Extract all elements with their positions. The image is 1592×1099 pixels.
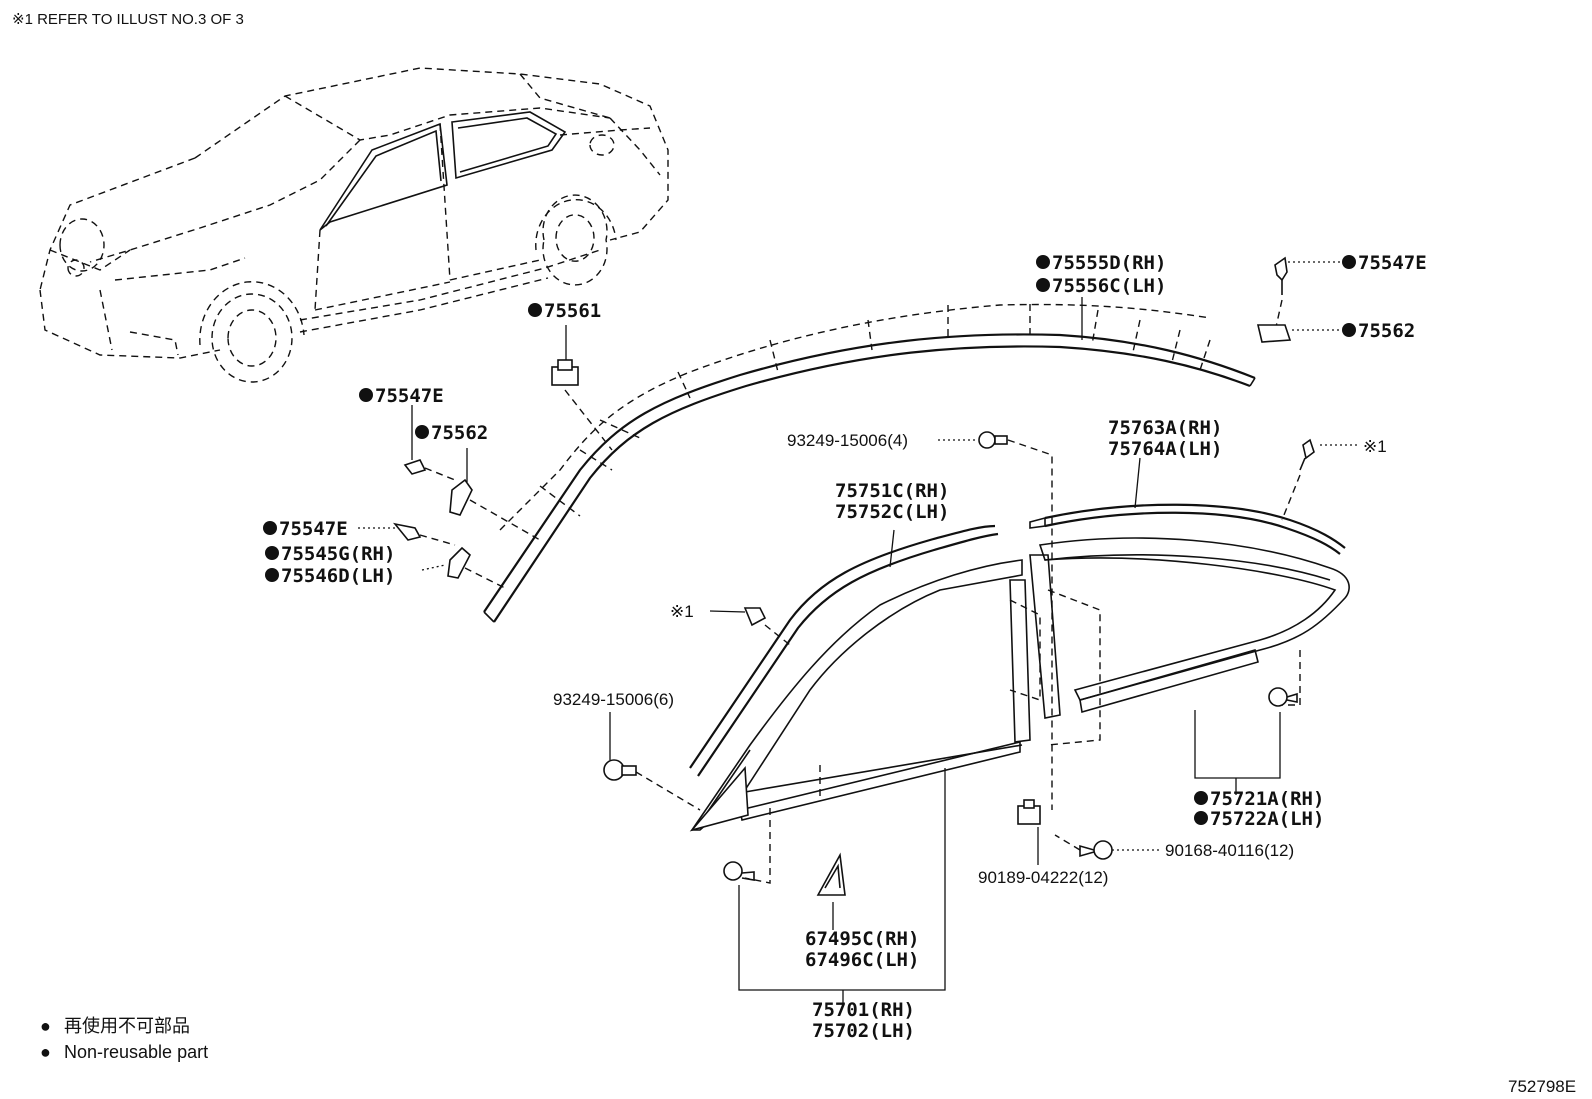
callout-75721a: 75721A(RH) — [1210, 788, 1324, 810]
callout-75547e-mid: 75547E — [375, 385, 444, 407]
clip-ref1-left — [743, 607, 767, 627]
legend-symbol-en: ● — [40, 1042, 51, 1062]
clip-75562-top — [1256, 324, 1292, 343]
legend: ● 再使用不可部品 ● Non-reusable part — [40, 1016, 208, 1062]
trim-67495c — [816, 852, 846, 896]
callout-labels: 75555D(RH) 75556C(LH) 75547E 75562 75561… — [263, 252, 1427, 1042]
front-door-frame — [689, 524, 1101, 884]
callout-75547e-top: 75547E — [1358, 252, 1427, 274]
screw-93249-4 — [978, 431, 996, 449]
clip-75545g — [447, 546, 472, 579]
callout-75561: 75561 — [544, 300, 601, 322]
callout-75546d: 75546D(LH) — [281, 565, 395, 587]
clip-75547e-low — [392, 522, 422, 541]
illustration-number: 752798E — [1508, 1077, 1576, 1096]
callout-93249-4: 93249-15006(4) — [787, 431, 908, 450]
callout-75556c: 75556C(LH) — [1052, 275, 1166, 297]
callout-75545g: 75545G(RH) — [281, 543, 395, 565]
callout-ref1-left: ※1 — [670, 602, 694, 621]
screw-93249-6 — [603, 759, 625, 781]
callout-75562-top: 75562 — [1358, 320, 1415, 342]
callout-75722a: 75722A(LH) — [1210, 808, 1324, 830]
legend-text-ja: 再使用不可部品 — [64, 1016, 190, 1036]
callout-75547e-low: 75547E — [279, 518, 348, 540]
clip-75547e-mid — [403, 459, 427, 475]
legend-symbol-ja: ● — [40, 1016, 51, 1036]
callout-75764a: 75764A(LH) — [1108, 438, 1222, 460]
screw-front-lower — [723, 861, 743, 881]
callout-90189: 90189-04222(12) — [978, 868, 1108, 887]
fastener-parts — [392, 256, 1315, 896]
legend-text-en: Non-reusable part — [64, 1042, 208, 1062]
callout-75752c: 75752C(LH) — [835, 501, 949, 523]
callout-75751c: 75751C(RH) — [835, 480, 949, 502]
header-note: ※1 REFER TO ILLUST NO.3 OF 3 — [12, 11, 244, 28]
rear-door-frame — [1038, 537, 1350, 714]
rear-door-upper-molding — [1029, 503, 1346, 555]
callout-90168: 90168-40116(12) — [1165, 841, 1294, 860]
callout-67496c: 67496C(LH) — [805, 949, 919, 971]
callout-93249-6: 93249-15006(6) — [553, 690, 674, 709]
callout-75701: 75701(RH) — [812, 999, 915, 1021]
car-overview-illustration — [39, 67, 669, 383]
screw-rear-lower — [1268, 687, 1288, 707]
clip-75547e-top — [1274, 256, 1288, 282]
callout-ref1-right: ※1 — [1363, 437, 1387, 456]
screw-90168 — [1093, 840, 1113, 860]
clip-ref1-right — [1302, 438, 1315, 460]
callout-75562-mid: 75562 — [431, 422, 488, 444]
callout-75702: 75702(LH) — [812, 1020, 915, 1042]
callout-75555d: 75555D(RH) — [1052, 252, 1166, 274]
callout-67495c: 67495C(RH) — [805, 928, 919, 950]
roof-drip-molding — [483, 303, 1256, 623]
leader-lines — [358, 261, 1360, 1005]
clip-75562-mid — [449, 478, 473, 516]
callout-75763a: 75763A(RH) — [1108, 417, 1222, 439]
